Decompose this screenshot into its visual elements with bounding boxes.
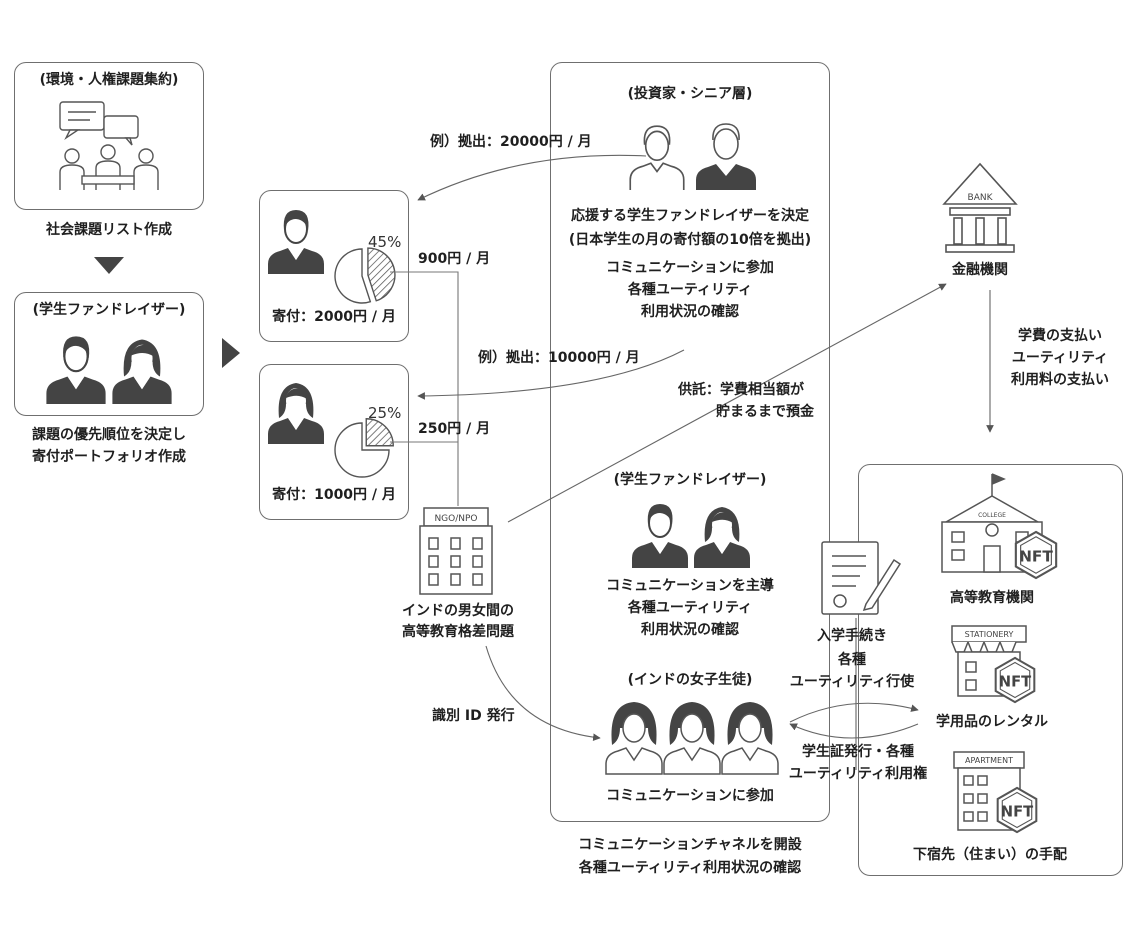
portfolio-caption-2: 寄付ポートフォリオ作成 — [32, 449, 186, 465]
college-sign: COLLEGE — [978, 512, 1006, 519]
investor-desc-3: コミュニケーションに参加 — [606, 260, 774, 276]
meeting-icon — [59, 101, 159, 190]
center-female-student-icon — [694, 507, 750, 568]
panel-footer-2: 各種ユーティリティ利用状況の確認 — [578, 860, 802, 876]
girls-caption: コミュニケーションに参加 — [606, 788, 774, 804]
stationery-sign: STATIONERY — [965, 630, 1014, 639]
issue-label-2: ユーティリティ利用権 — [788, 766, 928, 782]
stationery-label: 学用品のレンタル — [936, 714, 1048, 730]
ngo-building-icon — [419, 507, 493, 595]
card1-allocation: 900円 / 月 — [418, 251, 491, 267]
enroll-label-2: 各種 — [838, 652, 866, 668]
payment-label-2: ユーティリティ — [1011, 350, 1109, 366]
investor-desc-2: (日本学生の月の寄付額の10倍を拠出) — [568, 232, 812, 248]
arrow-id-issue — [485, 645, 601, 742]
portfolio-caption-1: 課題の優先順位を決定し — [32, 427, 186, 443]
contract-document-icon — [821, 541, 902, 615]
apartment-label: 下宿先（住まい）の手配 — [913, 847, 1067, 863]
allocation-lines — [390, 271, 459, 506]
apartment-sign: APARTMENT — [965, 756, 1013, 765]
investor-male-icon — [629, 125, 685, 190]
bank-label: 金融機関 — [952, 262, 1008, 278]
student-fundraiser-box — [14, 292, 204, 416]
investor-desc-4: 各種ユーティリティ — [627, 282, 753, 298]
portfolio-pies — [334, 247, 396, 478]
center-male-student-icon — [631, 503, 689, 568]
card1-percent: 45% — [368, 233, 402, 251]
male-student-icon — [45, 335, 107, 404]
trust-label-2: 貯まるまで預金 — [716, 404, 814, 420]
trust-label-1: 供託：学費相当額が — [678, 382, 804, 398]
enroll-label-1: 入学手続き — [817, 628, 887, 644]
female-student-icon — [112, 339, 172, 404]
flow-arrow-down — [94, 257, 124, 274]
investor-senior-icon — [696, 123, 756, 190]
fundraiser-desc-2: 各種ユーティリティ — [627, 600, 753, 616]
arrow-contribution-20000 — [417, 154, 647, 201]
enroll-label-3: ユーティリティ行使 — [789, 674, 915, 690]
arrow-girls-to-utilities — [789, 702, 919, 723]
arrow-utilities-to-girls — [789, 723, 919, 739]
contribution-20000: 例）拠出：20000円 / 月 — [430, 134, 592, 150]
issue-caption: 社会課題リスト作成 — [46, 222, 172, 238]
fundraiser-title: (学生ファンドレイザー) — [613, 472, 767, 488]
apartment-nft-icon — [996, 786, 1038, 834]
ngo-caption-1: インドの男女間の — [402, 603, 514, 619]
girl-icon-3 — [721, 702, 779, 775]
bank-sign: BANK — [968, 193, 994, 203]
girl-icon-2 — [663, 702, 721, 775]
contribution-10000: 例）拠出：10000円 / 月 — [478, 350, 640, 366]
payment-label-1: 学費の支払い — [1018, 328, 1102, 344]
panel-footer-1: コミュニケーションチャネルを開設 — [578, 837, 802, 853]
ngo-sign: NGO/NPO — [434, 514, 477, 524]
investor-desc-5: 利用状況の確認 — [641, 304, 739, 320]
fundraiser-desc-1: コミュニケーションを主導 — [606, 578, 774, 594]
card1-pie-remaining — [334, 248, 372, 304]
card1-pie-share-slice — [367, 247, 396, 302]
investor-desc-1: 応援する学生ファンドレイザーを決定 — [571, 208, 809, 224]
bank-icon — [942, 162, 1018, 253]
payment-label-3: 利用料の支払い — [1011, 372, 1109, 388]
stationery-nft-icon — [994, 656, 1036, 704]
college-label: 高等教育機関 — [950, 590, 1034, 606]
ngo-caption-2: 高等教育格差問題 — [402, 624, 514, 640]
arrow-contribution-10000 — [417, 349, 685, 400]
card2-percent: 25% — [368, 404, 402, 422]
fundraiser-desc-3: 利用状況の確認 — [641, 622, 739, 638]
investor-title: (投資家・シニア層) — [627, 86, 753, 102]
college-nft-icon — [1014, 530, 1058, 580]
id-issue-label: 識別 ID 発行 — [432, 708, 515, 724]
card1-person-icon — [267, 209, 325, 274]
card1-donation: 寄付：2000円 / 月 — [272, 309, 396, 325]
card2-allocation: 250円 / 月 — [418, 421, 491, 437]
card2-person-icon — [268, 383, 324, 444]
card2-pie-share-slice — [365, 418, 394, 447]
flow-arrow-right — [222, 338, 240, 368]
card2-donation: 寄付：1000円 / 月 — [272, 487, 396, 503]
student-box-title: (学生ファンドレイザー) — [32, 302, 186, 318]
girl-icon-1 — [605, 702, 663, 775]
card2-pie-remaining — [334, 422, 390, 478]
issue-box-title: (環境・人権課題集約) — [39, 72, 179, 88]
girls-title: (インドの女子生徒) — [627, 672, 753, 688]
arrow-trust-to-bank — [507, 283, 947, 523]
issue-label-1: 学生証発行・各種 — [802, 744, 914, 760]
center-panel — [550, 62, 830, 822]
